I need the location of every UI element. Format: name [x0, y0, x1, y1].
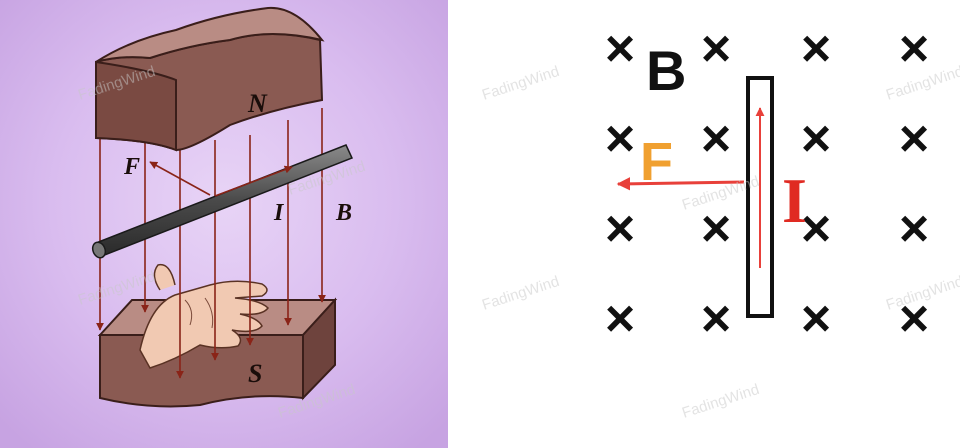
force-arrow	[149, 161, 211, 196]
south-pole-label: S	[248, 359, 262, 388]
force-label-f: F	[640, 132, 673, 192]
field-cross-2-0: ×	[605, 200, 635, 258]
field-cross-3-3: ×	[899, 290, 929, 348]
current-label: I	[273, 200, 285, 226]
force-label: F	[123, 154, 140, 180]
field-grid-diagram: × × × × × × × × × × × × × × × × B F I FadingWind Fading…	[448, 0, 960, 448]
field-cross-1-3: ×	[899, 110, 929, 168]
north-pole-label: N	[247, 89, 268, 118]
field-cross-0-0: ×	[605, 20, 635, 78]
field-label-b: B	[646, 39, 686, 102]
svg-text:FadingWind: FadingWind	[480, 273, 561, 314]
field-lines	[96, 105, 326, 379]
north-magnet: N	[95, 6, 325, 152]
field-cross-0-3: ×	[899, 20, 929, 78]
field-cross-3-0: ×	[605, 290, 635, 348]
field-cross-1-2: ×	[801, 110, 831, 168]
field-cross-2-3: ×	[899, 200, 929, 258]
field-cross-2-1: ×	[701, 200, 731, 258]
current-arrow	[214, 165, 293, 197]
field-crosses: × × × × × × × × × × × × × × × ×	[605, 20, 929, 348]
conductor-bar	[746, 76, 774, 318]
left-hand-rule-illustration: S	[0, 0, 448, 448]
field-cross-2-2: ×	[801, 200, 831, 258]
field-cross-3-2: ×	[801, 290, 831, 348]
magnet-diagram: S	[0, 0, 448, 448]
force-direction-arrow	[616, 177, 745, 191]
current-label-i: I	[782, 165, 807, 236]
field-cross-0-1: ×	[701, 20, 731, 78]
svg-text:FadingWind: FadingWind	[480, 63, 561, 104]
left-hand	[139, 263, 269, 369]
field-grid-svg: × × × × × × × × × × × × × × × × B F I FadingWind Fading…	[480, 20, 960, 422]
svg-text:FadingWind: FadingWind	[680, 381, 761, 422]
field-cross-1-0: ×	[605, 110, 635, 168]
field-cross-0-2: ×	[801, 20, 831, 78]
field-label: B	[335, 200, 352, 226]
field-cross-1-1: ×	[701, 110, 731, 168]
field-cross-3-1: ×	[701, 290, 731, 348]
